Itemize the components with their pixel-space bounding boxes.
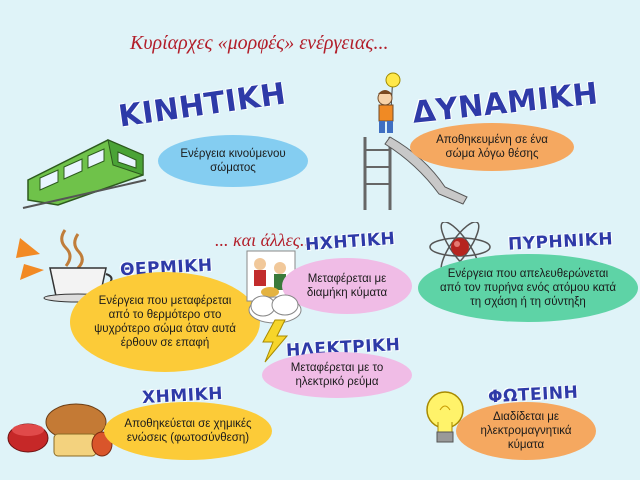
- child-on-slide-icon: [363, 72, 468, 210]
- other-forms-subtitle: ... και άλλες...: [215, 230, 314, 250]
- nuclear-description: Ενέργεια που απελευθερώνεται από τον πυρ…: [418, 254, 638, 322]
- sound-description: Μεταφέρεται με διαμήκη κύματα: [282, 258, 412, 314]
- electrical-description: Μεταφέρεται με το ηλεκτρικό ρεύμα: [262, 352, 412, 398]
- lightning-cloud-icon: [248, 294, 302, 363]
- food-icon: [7, 403, 113, 457]
- kinetic-heading: ΚΙΝΗΤΙΚΗ: [116, 76, 289, 135]
- kinetic-description: Ενέργεια κινούμενου σώματος: [158, 135, 308, 187]
- potential-description: Αποθηκευμένη σε ένα σώμα λόγω θέσης: [410, 123, 574, 171]
- nuclear-heading: ΠΥΡΗΝΙΚΗ: [507, 229, 614, 255]
- train-icon: [22, 139, 147, 209]
- light-bulb-icon: [426, 391, 464, 443]
- thermal-description: Ενέργεια που μεταφέρεται από το θερμότερ…: [70, 272, 260, 372]
- light-description: Διαδίδεται με ηλεκτρομαγνητικά κύματα: [456, 402, 596, 460]
- chemical-description: Αποθηκεύεται σε χημικές ενώσεις (φωτοσύν…: [104, 402, 272, 460]
- page-title: Κυρίαρχες «μορφές» ενέργειας...: [130, 32, 389, 54]
- sound-heading: ΗΧΗΤΙΚΗ: [304, 228, 396, 256]
